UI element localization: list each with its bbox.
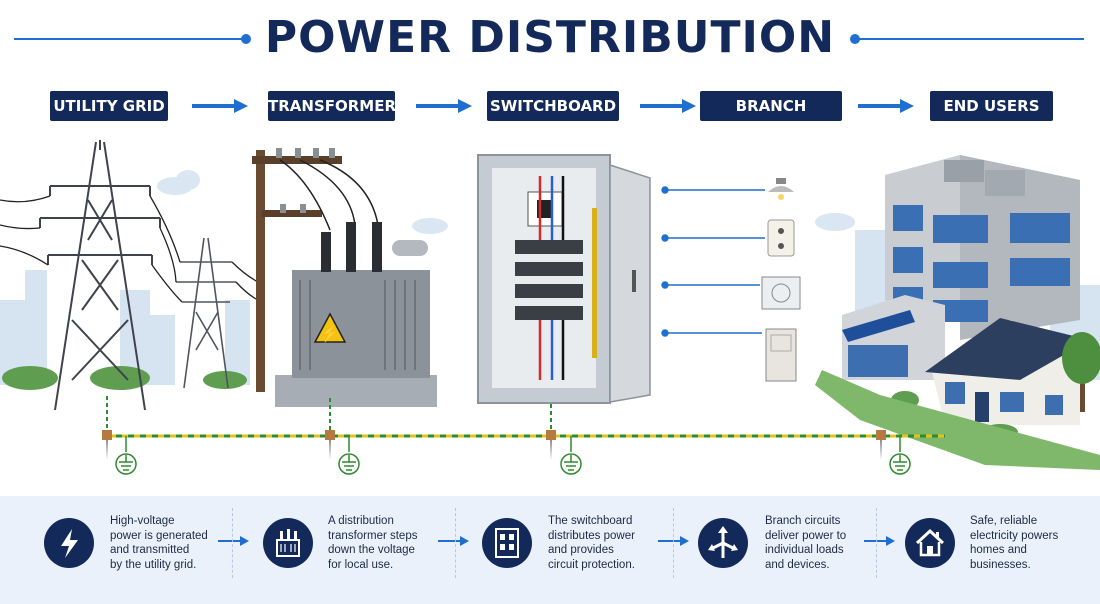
- switchboard-icon: [482, 518, 532, 568]
- title-line-right: [856, 38, 1084, 40]
- title-line-left: [14, 38, 246, 40]
- step-end-users: Safe, reliable electricity powers homes …: [880, 496, 1100, 604]
- step-switchboard: The switchboard distributes power and pr…: [450, 496, 670, 604]
- step-branch-circuits: Branch circuits deliver power to individ…: [670, 496, 880, 604]
- title-dot-right: [850, 34, 860, 44]
- ceiling-light-icon: [768, 178, 794, 200]
- office-building: [842, 155, 1080, 380]
- bushes: [2, 366, 247, 390]
- ground-rod-1: [102, 396, 137, 475]
- stage-branch-circuits: BRANCH CIRCUITS: [700, 91, 842, 145]
- stage-arrow-2: [416, 99, 472, 113]
- branch-circuit-lines: [661, 186, 765, 337]
- step-text-utility-grid: High-voltage power is generated and tran…: [110, 515, 208, 571]
- step-text-transformer: A distribution transformer steps down th…: [328, 515, 418, 571]
- house: [925, 318, 1090, 425]
- title-dot-left: [241, 34, 251, 44]
- door-icon: [765, 328, 797, 382]
- distribution-scene: ⚡: [0, 140, 1100, 475]
- step-divider-2: [455, 508, 456, 578]
- stage-arrow-1: [192, 99, 248, 113]
- ac-unit-icon: [761, 276, 801, 310]
- step-transformer: A distribution transformer steps down th…: [230, 496, 450, 604]
- stage-switchboard: SWITCHBOARD: [487, 91, 619, 121]
- stage-arrow-3: [640, 99, 696, 113]
- step-arrow-1: [218, 536, 249, 546]
- step-arrow-3: [658, 536, 689, 546]
- ground-rod-3: [546, 404, 582, 475]
- distribution-transformer: ⚡: [275, 222, 437, 407]
- page-title: POWER DISTRIBUTION: [264, 12, 836, 63]
- power-lines: [0, 195, 259, 303]
- warning-symbol: ⚡: [320, 324, 340, 343]
- step-divider-1: [232, 508, 233, 578]
- step-text-branch-circuits: Branch circuits deliver power to individ…: [765, 515, 847, 571]
- step-text-end-users: Safe, reliable electricity powers homes …: [970, 515, 1059, 571]
- step-divider-4: [876, 508, 877, 578]
- stage-arrow-4: [858, 99, 914, 113]
- header: POWER DISTRIBUTION: [0, 0, 1100, 80]
- stage-transformer: TRANSFORMER: [268, 91, 396, 121]
- ground-lawn: [815, 370, 1100, 470]
- steps-panel: High-voltage power is generated and tran…: [0, 496, 1100, 604]
- ground-rods: [102, 396, 911, 475]
- switchboard-cabinet: [477, 154, 651, 404]
- clouds: [157, 170, 855, 234]
- house-icon: [905, 518, 955, 568]
- ground-rod-2: [325, 398, 360, 475]
- step-utility-grid: High-voltage power is generated and tran…: [0, 496, 230, 604]
- stage-utility-grid: UTILITY GRID: [50, 91, 168, 121]
- ground-rod-4: [876, 430, 911, 475]
- step-text-switchboard: The switchboard distributes power and pr…: [548, 515, 635, 571]
- transmission-tower-large: [39, 140, 161, 411]
- step-divider-3: [673, 508, 674, 578]
- step-arrow-2: [438, 536, 469, 546]
- transformer-icon: [263, 518, 313, 568]
- outlet-icon: [767, 219, 795, 257]
- branching-arrows-icon: [698, 518, 748, 568]
- transmission-tower-small: [176, 237, 236, 389]
- stage-end-users: END USERS: [930, 91, 1053, 121]
- lightning-bolt-icon: [44, 518, 94, 568]
- utility-pole: [252, 148, 379, 392]
